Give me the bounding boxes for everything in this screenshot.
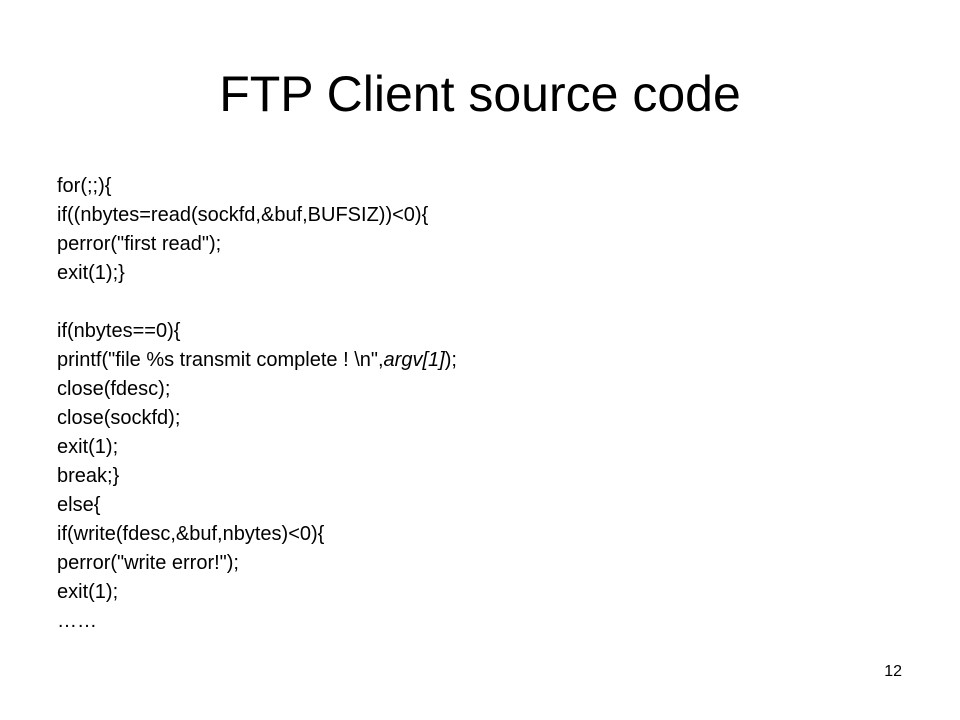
code-line: perror("write error!"); xyxy=(57,552,239,574)
code-line: printf("file %s transmit complete ! \n",… xyxy=(57,346,877,375)
code-line: close(sockfd); xyxy=(57,407,181,429)
code-line: for(;;){ xyxy=(57,175,112,197)
page-number: 12 xyxy=(884,663,902,680)
slide-title: FTP Client source code xyxy=(219,66,741,122)
code-line: exit(1); xyxy=(57,581,119,603)
code-line: else{ xyxy=(57,494,101,516)
code-line: exit(1); xyxy=(57,436,119,458)
code-line: break;} xyxy=(57,465,120,487)
code-line-blank xyxy=(57,288,877,317)
code-segment-italic: argv[1] xyxy=(383,349,445,371)
code-line: if(write(fdesc,&buf,nbytes)<0){ xyxy=(57,523,325,545)
code-line: if((nbytes=read(sockfd,&buf,BUFSIZ))<0){ xyxy=(57,204,429,226)
code-line: if(nbytes==0){ xyxy=(57,320,181,342)
code-line: close(fdesc); xyxy=(57,378,171,400)
code-line-ellipsis: …… xyxy=(57,610,97,632)
code-segment: ); xyxy=(444,349,457,371)
code-segment: printf("file %s transmit complete ! \n", xyxy=(57,349,384,371)
code-block: for(;;){ if((nbytes=read(sockfd,&buf,BUF… xyxy=(57,172,877,636)
code-line: exit(1);} xyxy=(57,262,125,284)
code-line: perror("first read"); xyxy=(57,233,222,255)
